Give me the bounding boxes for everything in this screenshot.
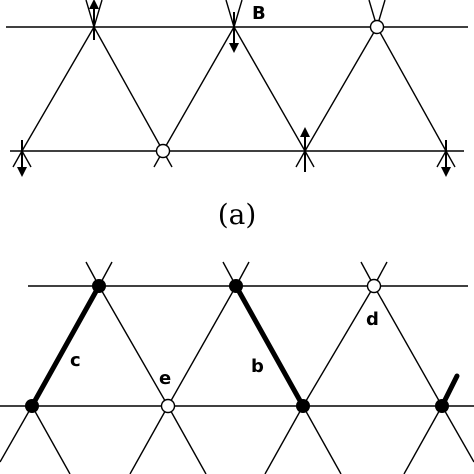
panel-a-empty-site (155, 143, 171, 159)
panel-a-bond (21, 26, 95, 152)
occupied-site (229, 279, 243, 293)
panel-b-diagonal-bonds (0, 261, 474, 474)
panel-b-label-e: e (159, 368, 171, 389)
panel-b (0, 261, 474, 474)
panel-b-bond-stub (403, 405, 443, 474)
panel-b-bond (98, 285, 169, 407)
thick-bond-b (233, 283, 306, 409)
panel-a-bond (304, 26, 378, 152)
panel-b-empty-site-d (366, 278, 382, 294)
panel-a-bond-stub (304, 150, 315, 168)
occupied-site (92, 279, 106, 293)
panel-b-label-c: c (70, 350, 81, 371)
panel-a-empty-site (369, 19, 385, 35)
panel-a-bond-stub (445, 150, 456, 168)
panel-a-bond-stub (436, 150, 447, 168)
panel-a-bond (233, 26, 306, 152)
panel-a-bond-stub (85, 0, 95, 28)
panel-a-bond-stub (12, 150, 23, 168)
panel-b-label-b: b (251, 356, 264, 377)
panel-b-bond-stub (441, 405, 474, 463)
panel-b-occupied-sites (25, 279, 449, 413)
panel-a-bond (162, 26, 235, 152)
panel-a-bond-stub (233, 0, 243, 28)
panel-a (6, 0, 468, 177)
panel-a-bond-stub (225, 0, 235, 28)
panel-b-bond (167, 285, 237, 407)
thick-bond-c (29, 283, 102, 409)
panel-b-bond-stub (0, 405, 33, 463)
panel-b-thick-bonds (29, 283, 460, 409)
panel-b-bond-stub (129, 405, 169, 474)
panel-a-diagonal-bonds (12, 0, 456, 168)
occupied-site (25, 399, 39, 413)
panel-b-bond-stub (167, 405, 207, 474)
panel-b-bond (302, 285, 375, 407)
occupied-site (435, 399, 449, 413)
panel-b-bond (373, 285, 443, 407)
panel-b-bond-stub (264, 405, 304, 474)
panel-b-empty-site-e (160, 398, 176, 414)
panel-a-bond-stub (21, 150, 32, 168)
panel-a-bond-stub (93, 0, 103, 28)
occupied-site (296, 399, 310, 413)
panel-b-bond-stub (31, 405, 71, 474)
panel-b-label-d: d (366, 309, 379, 330)
panel-b-bond-stub (302, 405, 342, 474)
panel-a-bond-stub (295, 150, 306, 168)
panel-a-spins (17, 0, 451, 177)
panel-a-caption: (a) (218, 198, 257, 231)
panel-a-bond (376, 26, 447, 152)
panel-a-site-label: B (252, 3, 266, 24)
panel-a-bond (93, 26, 164, 152)
